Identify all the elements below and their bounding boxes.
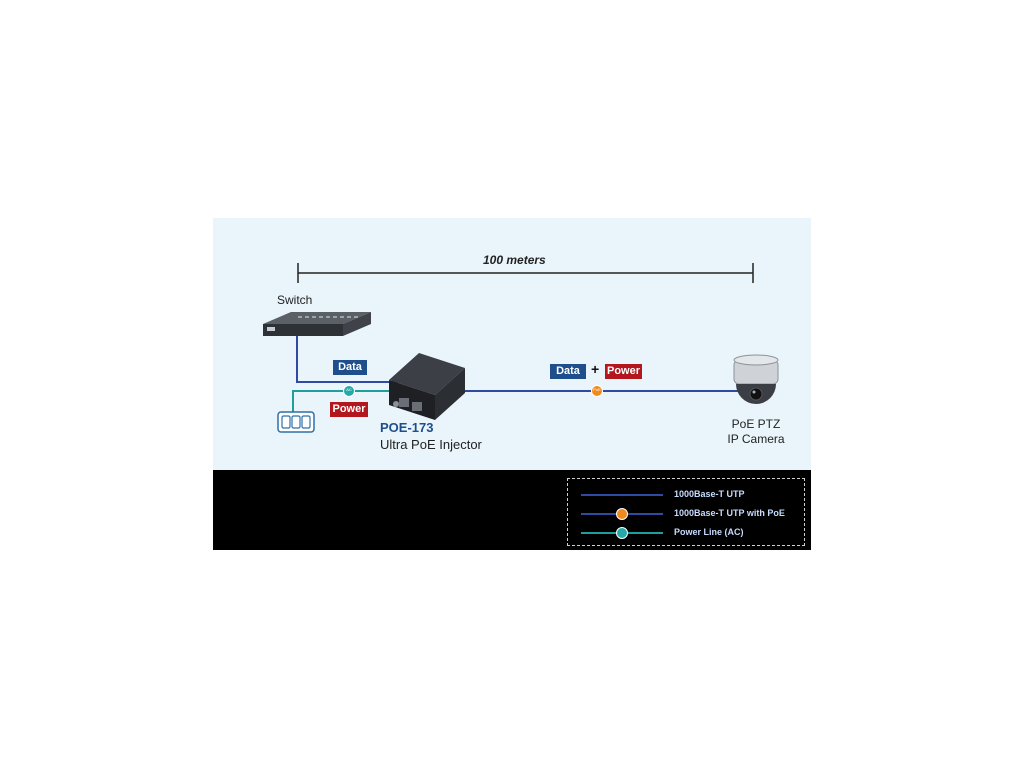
poe-marker-icon [591,385,603,397]
power-outlet-icon [277,411,315,433]
plus-sign: + [591,361,600,377]
ac-marker-label: AC [346,387,352,392]
switch-icon [263,312,371,336]
poe-injector-icon [389,353,465,420]
legend-box [567,478,805,546]
camera-label-line1: PoE PTZ [731,417,781,431]
power-cable-ac [292,390,399,412]
ptz-camera-icon [733,354,779,404]
ac-marker-icon [343,385,355,397]
legend-label-power-line: Power Line (AC) [674,527,744,537]
camera-label-line2: IP Camera [727,432,785,446]
injector-model: POE-173 [380,420,434,435]
legend-label-utp-poe: 1000Base-T UTP with PoE [674,508,785,518]
injector-description: Ultra PoE Injector [380,437,482,452]
distance-label: 100 meters [483,253,546,267]
poe-marker-label: PoE [593,387,601,392]
power-tag-right: Power [605,364,642,379]
legend-label-utp: 1000Base-T UTP [674,489,745,499]
legend-area [213,470,811,550]
data-tag-left: Data [333,360,367,375]
switch-label: Switch [277,293,313,307]
poe-network-diagram: 100 meters Switch Data Power Data + Powe… [213,218,811,550]
legend-lines [581,494,663,539]
data-cable-switch [296,332,399,383]
diagram-graphics [263,263,779,539]
power-tag-left: Power [330,402,368,417]
data-tag-right: Data [550,364,586,379]
distance-dimension-line [297,263,754,283]
